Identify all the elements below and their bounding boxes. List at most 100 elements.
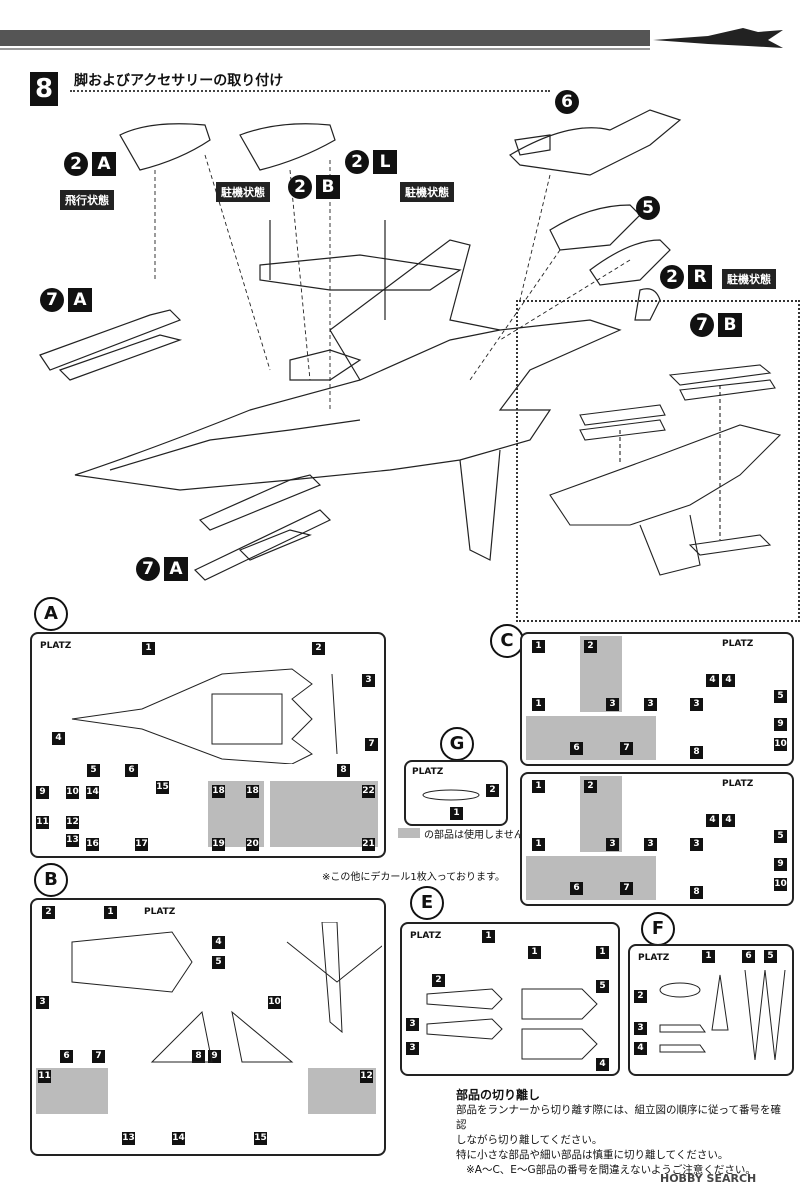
runner-c-part: 3 (644, 698, 657, 711)
runner-b-maker: PLATZ (144, 907, 176, 917)
runner-b-part: 15 (254, 1132, 267, 1145)
step-number: 8 (30, 72, 58, 106)
runner-c-part: 1 (532, 780, 545, 793)
runner-b-parts-drawing (71, 922, 382, 1063)
runner-f-maker: PLATZ (638, 953, 670, 963)
runner-a-parts-drawing (71, 668, 338, 764)
callout-2r-label: 駐機状態 (722, 269, 776, 289)
runner-f: PLATZ 1 6 5 2 3 4 (628, 944, 794, 1076)
runner-f-part: 1 (702, 950, 715, 963)
runner-a-part: 11 (36, 816, 49, 829)
runner-c-2-unused-6-7 (526, 856, 656, 900)
runner-a-part: 2 (312, 642, 325, 655)
runner-e-part: 2 (432, 974, 445, 987)
step-title: 脚およびアクセサリーの取り付け (74, 73, 284, 89)
callout-2r-letter: R (688, 265, 712, 289)
runner-c-part: 4 (722, 814, 735, 827)
callout-7a-top-number: 7 (40, 288, 64, 312)
runner-b-part: 8 (192, 1050, 205, 1063)
runner-c-1: PLATZ 1 1 2 3 3 3 4 4 5 6 7 8 9 10 (520, 632, 794, 766)
runner-c-part: 10 (774, 878, 787, 891)
runner-a-part: 9 (36, 786, 49, 799)
runner-a-part: 4 (52, 732, 65, 745)
runner-a-part: 15 (156, 781, 169, 794)
runner-c-1-unused-6-7 (526, 716, 656, 760)
runner-c-part: 4 (706, 674, 719, 687)
runner-a-part: 18 (212, 785, 225, 798)
separation-title: 部品の切り離し (456, 1088, 541, 1102)
runner-c-2: PLATZ 1 1 2 3 3 3 4 4 5 6 7 8 9 10 (520, 772, 794, 906)
runner-g: PLATZ 2 1 (404, 760, 508, 826)
runner-b-part: 3 (36, 996, 49, 1009)
callout-2a-letter: A (92, 152, 116, 176)
runner-a-part: 7 (365, 738, 378, 751)
runner-f-part: 4 (634, 1042, 647, 1055)
runner-c-part: 3 (690, 698, 703, 711)
callout-7a-bottom: 7 A (136, 557, 188, 581)
callout-7b: 7 B (690, 313, 742, 337)
header-rule (0, 48, 650, 50)
runner-c-part: 4 (722, 674, 735, 687)
decal-note: ※この他にデカール1枚入っております。 (322, 872, 505, 883)
runner-e-maker: PLATZ (410, 931, 442, 941)
runner-b-part: 4 (212, 936, 225, 949)
runner-e-part: 1 (596, 946, 609, 959)
header-aircraft-icon (653, 28, 783, 48)
runner-f-part: 3 (634, 1022, 647, 1035)
callout-6: 6 (555, 90, 579, 114)
runner-a-part: 13 (66, 834, 79, 847)
runner-f-part: 6 (742, 950, 755, 963)
callout-5-number: 5 (636, 196, 660, 220)
separation-line: しながら切り離してください。 (456, 1134, 603, 1146)
callout-2b-label: 駐機状態 (216, 182, 270, 202)
runner-a-maker: PLATZ (40, 641, 72, 651)
runner-c-part: 1 (532, 838, 545, 851)
callout-2l-number: 2 (345, 150, 369, 174)
detail-box-7b (516, 300, 800, 622)
callout-2b: 2 B (288, 175, 340, 199)
detail-drawing-7b (549, 364, 782, 576)
callout-7a-bottom-number: 7 (136, 557, 160, 581)
runner-c-part: 6 (570, 742, 583, 755)
runner-c-1-maker: PLATZ (722, 639, 754, 649)
runner-e-part: 5 (596, 980, 609, 993)
runner-c-part: 9 (774, 718, 787, 731)
runner-a-part: 14 (86, 786, 99, 799)
runner-a-part: 19 (212, 838, 225, 851)
separation-line: 特に小さな部品や細い部品は慎重に切り離してください。 (456, 1149, 729, 1161)
runner-a-part: 8 (337, 764, 350, 777)
separation-text: 部品をランナーから切り離す際には、組立図の順序に従って番号を確認 しながら切り離… (456, 1103, 786, 1178)
runner-b-part: 13 (122, 1132, 135, 1145)
runner-e-part: 3 (406, 1042, 419, 1055)
runner-g-part: 1 (450, 807, 463, 820)
unused-legend-text: の部品は使用しません。 (424, 830, 534, 841)
runner-g-maker: PLATZ (412, 767, 444, 777)
runner-e-part: 1 (482, 930, 495, 943)
runner-e-parts-drawing (426, 988, 598, 1060)
runner-a-part: 1 (142, 642, 155, 655)
runner-f-part: 5 (764, 950, 777, 963)
step-title-underline (70, 90, 550, 92)
runner-c-part: 1 (532, 698, 545, 711)
runner-e-letter: E (410, 886, 444, 920)
runner-a-part: 3 (362, 674, 375, 687)
callout-2l-letter: L (373, 150, 397, 174)
runner-b-part: 6 (60, 1050, 73, 1063)
runner-f-letter: F (641, 912, 675, 946)
unused-legend-swatch (398, 828, 420, 838)
callout-2l: 2 L (345, 150, 397, 174)
callout-2b-letter: B (316, 175, 340, 199)
runner-b-part: 1 (104, 906, 117, 919)
runner-f-part: 2 (634, 990, 647, 1003)
runner-a-letter: A (34, 597, 68, 631)
runner-a-unused-area-2 (270, 781, 378, 847)
separation-line: 部品をランナーから切り離す際には、組立図の順序に従って番号を確認 (456, 1104, 781, 1131)
runner-g-canopy (422, 789, 480, 801)
callout-2b-number: 2 (288, 175, 312, 199)
runner-e: PLATZ 1 1 1 2 3 3 4 5 (400, 922, 620, 1076)
runner-b-part: 7 (92, 1050, 105, 1063)
runner-a-part: 22 (362, 785, 375, 798)
runner-f-parts-drawing (659, 970, 786, 1061)
callout-2a-number: 2 (64, 152, 88, 176)
runner-c-part: 3 (606, 838, 619, 851)
